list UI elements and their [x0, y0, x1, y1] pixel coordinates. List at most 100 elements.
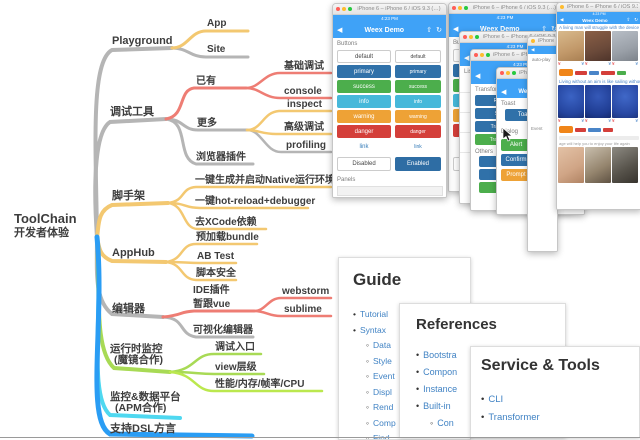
services-link-transformer[interactable]: •Transformer: [481, 412, 540, 423]
guide-sublink[interactable]: ◦Displ: [366, 386, 392, 397]
guide-sublink[interactable]: ◦Find: [353, 431, 470, 439]
share-icon[interactable]: ⇧: [426, 27, 433, 34]
product-image-jacket[interactable]: [585, 85, 611, 118]
minimize-icon[interactable]: [469, 35, 473, 39]
back-icon[interactable]: ◀: [453, 26, 459, 33]
zoom-icon[interactable]: [475, 35, 479, 39]
danger-button-sm[interactable]: danger: [395, 125, 441, 138]
refresh-icon[interactable]: ↻: [436, 27, 442, 34]
close-icon[interactable]: [452, 6, 456, 10]
references-link[interactable]: •Compon: [416, 367, 458, 377]
prompt-button[interactable]: Prompt: [501, 169, 531, 181]
info-button[interactable]: info: [337, 95, 391, 108]
references-sublink[interactable]: ◦Con: [430, 418, 454, 428]
guide-sublink[interactable]: ◦Event: [366, 371, 395, 381]
back-icon[interactable]: ◀: [337, 27, 343, 34]
buttons-page: Buttons default primary success info war…: [333, 38, 446, 197]
guide-sublink[interactable]: ◦Comp: [366, 417, 396, 428]
default-button[interactable]: default: [337, 50, 391, 63]
status-bar: 4:23 PM: [460, 43, 570, 50]
guide-sublink[interactable]: ◦Data: [366, 340, 391, 350]
minimize-icon[interactable]: [506, 71, 510, 75]
references-link[interactable]: •Instance: [416, 384, 458, 394]
info-button-sm[interactable]: info: [395, 95, 441, 108]
product-image-boots[interactable]: [585, 147, 611, 183]
minimize-icon[interactable]: [531, 39, 535, 43]
warning-button-sm[interactable]: warning: [395, 110, 441, 123]
primary-button-sm[interactable]: primary: [395, 65, 441, 78]
price-label: ¥: [585, 118, 588, 123]
back-icon[interactable]: ◀: [501, 89, 507, 96]
mindmap-root-title: ToolChain: [14, 211, 77, 226]
product-image[interactable]: [558, 31, 584, 61]
window-title: iPhone 6 – iPhone 6 / iOS 9.3 (…): [538, 38, 554, 44]
zoom-icon[interactable]: [348, 7, 352, 11]
bullet-icon: ◦: [366, 386, 370, 397]
guide-sublink[interactable]: ◦Style: [366, 355, 392, 366]
guide-sublink[interactable]: ◦Rend: [366, 402, 394, 412]
product-image-shoe[interactable]: [612, 147, 638, 183]
close-icon[interactable]: [474, 53, 478, 57]
product-image[interactable]: [585, 31, 611, 61]
services-link-cli[interactable]: •CLI: [481, 394, 504, 405]
minimize-icon[interactable]: [480, 53, 484, 57]
promo-tag: [589, 70, 599, 75]
close-icon[interactable]: [500, 71, 504, 75]
zoom-icon[interactable]: [486, 53, 490, 57]
mindmap-node-site: Site: [207, 44, 226, 55]
others-label: Others: [475, 149, 494, 155]
disabled-button[interactable]: Disabled: [337, 157, 391, 171]
feed-headline[interactable]: Living without an aim is like sailing wi…: [559, 79, 640, 84]
success-button-sm[interactable]: success: [395, 80, 441, 93]
promo-tag: [617, 70, 626, 75]
confirm-button[interactable]: Confirm: [501, 154, 531, 166]
guide-link-syntax[interactable]: •Syntax: [353, 325, 386, 335]
feed-headline[interactable]: A living man will struggle with the devi…: [559, 25, 640, 30]
alert-button[interactable]: Alert: [501, 139, 531, 151]
dialog-label: Dialog: [501, 129, 519, 135]
default-button-sm[interactable]: default: [395, 50, 441, 63]
zoom-icon[interactable]: [464, 6, 468, 10]
back-icon[interactable]: ◀: [464, 55, 470, 62]
minimize-icon[interactable]: [560, 5, 564, 9]
services-card: Service & Tools •CLI •Transformer: [470, 346, 640, 438]
product-image[interactable]: [612, 31, 638, 61]
mindmap-node-scaffold-3: 去XCode依赖: [195, 215, 257, 228]
back-icon[interactable]: ◀: [531, 47, 535, 52]
mindmap-node-existing: 已有: [196, 74, 216, 87]
promo-badge-icon: [559, 126, 573, 133]
references-link[interactable]: •Built-in: [416, 401, 451, 411]
bullet-icon: •: [416, 367, 420, 377]
success-button[interactable]: success: [337, 80, 391, 93]
mindmap-node-webstorm: webstorm: [281, 286, 329, 297]
back-icon[interactable]: ◀: [475, 73, 481, 80]
link-button-sm[interactable]: link: [395, 140, 441, 153]
minimize-icon[interactable]: [342, 7, 346, 11]
section-label: Buttons: [337, 41, 358, 47]
close-icon[interactable]: [463, 35, 467, 39]
link-button[interactable]: link: [337, 140, 391, 153]
close-icon[interactable]: [336, 7, 340, 11]
danger-button[interactable]: danger: [337, 125, 391, 138]
enabled-button[interactable]: Enabled: [395, 157, 441, 171]
guide-link-tutorial[interactable]: •Tutorial: [353, 309, 389, 319]
warning-button[interactable]: warning: [337, 110, 391, 123]
refresh-icon[interactable]: ↻: [551, 26, 557, 33]
product-image-jacket[interactable]: [612, 85, 638, 118]
share-icon[interactable]: ⇧: [541, 26, 548, 33]
minimize-icon[interactable]: [458, 6, 462, 10]
share-icon[interactable]: ⇧: [626, 17, 631, 22]
product-image-hand[interactable]: [558, 147, 584, 183]
mindmap-node-runtime-monitor: 运行时监控: [110, 342, 163, 355]
window-titlebar: iPhone 6 – iPhone 6 / iOS 9.3 (…): [449, 3, 561, 14]
references-link[interactable]: •Bootstra: [416, 350, 457, 360]
bullet-icon: •: [416, 350, 420, 360]
product-row: [557, 31, 640, 61]
back-icon[interactable]: ◀: [560, 17, 564, 22]
product-image-jacket[interactable]: [558, 85, 584, 118]
zoom-icon[interactable]: [512, 71, 516, 75]
primary-button[interactable]: primary: [337, 65, 391, 78]
bullet-icon: ◦: [366, 340, 370, 350]
refresh-icon[interactable]: ↻: [634, 17, 638, 22]
